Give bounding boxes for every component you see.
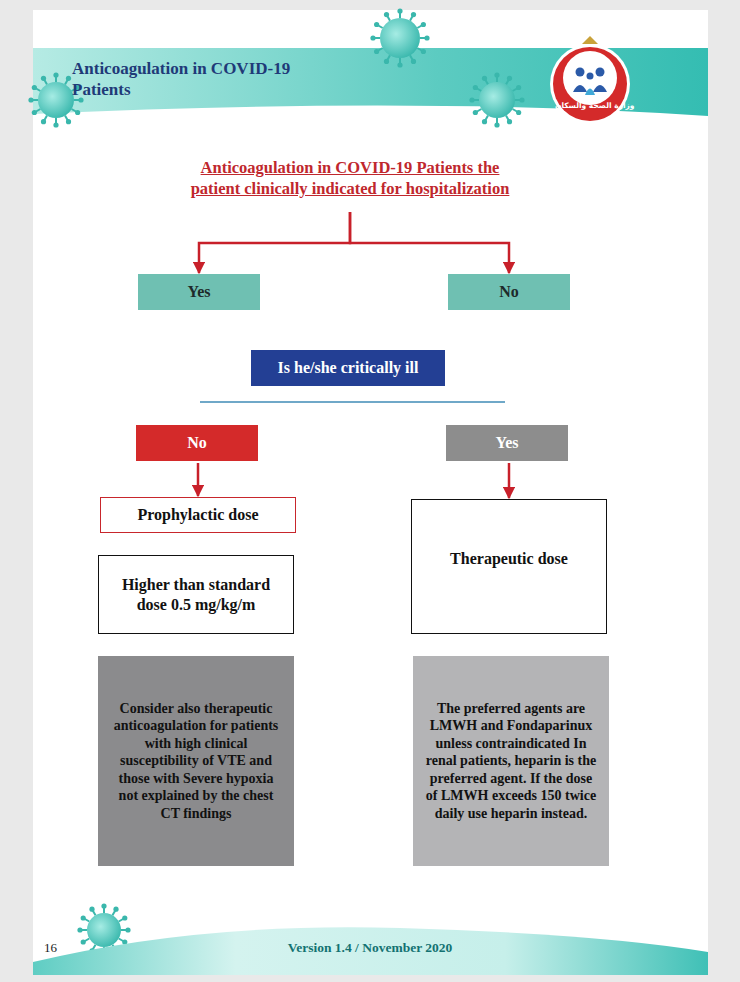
dose-box: Prophylactic dose (100, 497, 296, 533)
box-text: Higher than standard dose 0.5 mg/kg/m (109, 575, 283, 615)
decision-box: Is he/she critically ill (251, 350, 445, 386)
box-text: No (187, 434, 207, 452)
answer-box: Yes (138, 274, 260, 310)
flow-arrow (199, 212, 350, 273)
box-text: The preferred agents are LMWH and Fondap… (423, 700, 599, 823)
flow-arrow (508, 463, 511, 498)
answer-box: Yes (446, 425, 568, 461)
box-text: No (499, 283, 519, 301)
box-text: Therapeutic dose (450, 550, 568, 568)
box-text: Is he/she critically ill (278, 359, 419, 377)
version-note: Version 1.4 / November 2020 (230, 940, 510, 956)
page-number: 16 (44, 940, 74, 956)
flow-arrow (197, 463, 200, 496)
virus-icon (469, 72, 524, 127)
logo-text: وزارة الصحة والسكان (555, 101, 625, 110)
divider-line (200, 401, 505, 403)
note-box: The preferred agents are LMWH and Fondap… (413, 656, 609, 866)
note-box: Consider also therapeutic anticoagulatio… (98, 656, 294, 866)
heading-text: Anticoagulation in COVID-19 Patients the… (170, 146, 530, 210)
virus-icon (370, 8, 429, 67)
header-title: Anticoagulation in COVID-19 Patients (72, 58, 322, 100)
box-text: Yes (495, 434, 518, 452)
flow-arrow (350, 212, 509, 273)
page-card (33, 10, 708, 975)
header-band (33, 48, 708, 116)
footer-band (33, 927, 708, 975)
box-text: Anticoagulation in COVID-19 Patients the… (174, 157, 526, 199)
box-text: Yes (187, 283, 210, 301)
box-text: Prophylactic dose (137, 506, 258, 524)
dose-box: Therapeutic dose (411, 499, 607, 634)
answer-box: No (448, 274, 570, 310)
dose-box: Higher than standard dose 0.5 mg/kg/m (98, 555, 294, 634)
answer-box: No (136, 425, 258, 461)
ministry-logo (550, 36, 630, 124)
box-text: Consider also therapeutic anticoagulatio… (108, 700, 284, 823)
